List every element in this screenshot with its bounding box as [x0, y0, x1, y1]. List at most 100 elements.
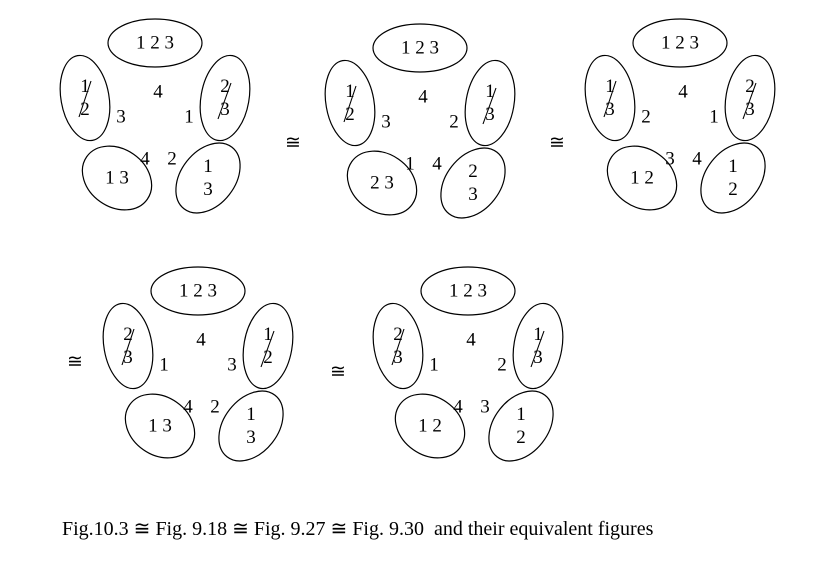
ellipse-label: 1 — [203, 156, 213, 177]
ellipse-label: 3 — [203, 179, 213, 200]
slash-mark — [343, 85, 357, 123]
ellipse-label: 3 — [220, 99, 230, 120]
ellipse-label: 2 — [393, 324, 403, 345]
ellipse-label: 2 3 — [370, 173, 394, 194]
inner-vertex-label: 4 — [183, 397, 193, 418]
ellipse-label: 1 2 3 — [136, 33, 174, 54]
inner-vertex-label: 2 — [497, 355, 507, 376]
hyperedge-ellipse — [124, 393, 196, 459]
ellipse-label: 3 — [745, 99, 755, 120]
ellipse-label: 3 — [393, 347, 403, 368]
slash-mark — [217, 82, 232, 120]
inner-vertex-label: 2 — [641, 107, 651, 128]
ellipse-label: 1 — [516, 404, 526, 425]
congruence-symbol: ≅ — [285, 133, 301, 154]
ellipse-label: 1 2 3 — [179, 281, 217, 302]
ellipse-label: 2 — [80, 99, 90, 120]
inner-vertex-label: 4 — [432, 154, 442, 175]
hyperedge-ellipse — [584, 54, 636, 142]
slash-mark — [391, 328, 405, 366]
hyperedge-ellipse — [150, 266, 246, 316]
ellipse-label: 3 — [485, 104, 495, 125]
ellipse-label: 3 — [468, 184, 478, 205]
ellipse-label: 2 — [263, 347, 273, 368]
ellipse-label: 1 — [80, 76, 90, 97]
ellipse-label: 1 — [605, 76, 615, 97]
inner-vertex-label: 4 — [678, 82, 688, 103]
inner-vertex-label: 3 — [665, 149, 675, 170]
hyperedge-ellipse — [199, 54, 251, 142]
inner-vertex-label: 1 — [184, 107, 194, 128]
hyperedge-ellipse — [81, 145, 153, 211]
congruence-symbol: ≅ — [67, 352, 83, 373]
inner-vertex-label: 1 — [429, 355, 439, 376]
slash-mark — [260, 330, 275, 368]
hyperedge-ellipse — [512, 302, 564, 390]
ellipse-label: 1 — [485, 81, 495, 102]
slash-mark — [603, 80, 617, 118]
ellipse-label: 3 — [533, 347, 543, 368]
hyperedge-ellipse — [372, 23, 468, 73]
ellipse-label: 3 — [123, 347, 133, 368]
slash-mark — [530, 330, 545, 368]
ellipse-label: 1 — [345, 81, 355, 102]
congruence-symbol: ≅ — [549, 133, 565, 154]
inner-vertex-label: 3 — [381, 112, 391, 133]
inner-vertex-label: 3 — [116, 107, 126, 128]
hyperedge-ellipse — [218, 390, 284, 462]
inner-vertex-label: 2 — [449, 112, 459, 133]
ellipse-label: 1 2 — [630, 168, 654, 189]
ellipse-label: 2 — [123, 324, 133, 345]
ellipse-label: 1 2 — [418, 416, 442, 437]
inner-vertex-label: 2 — [210, 397, 220, 418]
ellipse-label: 1 — [263, 324, 273, 345]
ellipse-label: 1 3 — [148, 416, 172, 437]
hyperedge-ellipse — [464, 59, 516, 147]
hyperedge-ellipse — [59, 54, 111, 142]
slash-mark — [78, 80, 92, 118]
ellipse-label: 1 2 3 — [661, 33, 699, 54]
inner-vertex-label: 3 — [480, 397, 490, 418]
hyperedge-ellipse — [488, 390, 554, 462]
slash-mark — [742, 82, 757, 120]
hyperedge-ellipse — [394, 393, 466, 459]
ellipse-label: 1 — [533, 324, 543, 345]
hyperedge-ellipse — [107, 18, 203, 68]
inner-vertex-label: 4 — [692, 149, 702, 170]
hyperedge-ellipse — [102, 302, 154, 390]
ellipse-label: 1 3 — [105, 168, 129, 189]
ellipse-label: 1 2 3 — [401, 38, 439, 59]
ellipse-label: 3 — [246, 427, 256, 448]
inner-vertex-label: 1 — [159, 355, 169, 376]
hyperedge-ellipse — [372, 302, 424, 390]
hyperedge-ellipse — [420, 266, 516, 316]
inner-vertex-label: 4 — [466, 330, 476, 351]
hyperedge-ellipse — [724, 54, 776, 142]
ellipse-label: 2 — [745, 76, 755, 97]
ellipse-label: 2 — [345, 104, 355, 125]
inner-vertex-label: 4 — [140, 149, 150, 170]
inner-vertex-label: 3 — [227, 355, 237, 376]
ellipse-label: 2 — [220, 76, 230, 97]
inner-vertex-label: 4 — [196, 330, 206, 351]
ellipse-label: 1 — [246, 404, 256, 425]
hyperedge-ellipse — [346, 150, 418, 216]
hyperedge-ellipse — [606, 145, 678, 211]
hyperedge-ellipse — [242, 302, 294, 390]
hyperedge-ellipse — [175, 142, 241, 214]
inner-vertex-label: 1 — [709, 107, 719, 128]
inner-vertex-label: 2 — [167, 149, 177, 170]
hyperedge-ellipse — [700, 142, 766, 214]
hyperedge-ellipse — [632, 18, 728, 68]
hyperedge-ellipse — [440, 147, 506, 219]
slash-mark — [482, 87, 497, 125]
inner-vertex-label: 4 — [453, 397, 463, 418]
inner-vertex-label: 1 — [405, 154, 415, 175]
ellipse-label: 3 — [605, 99, 615, 120]
